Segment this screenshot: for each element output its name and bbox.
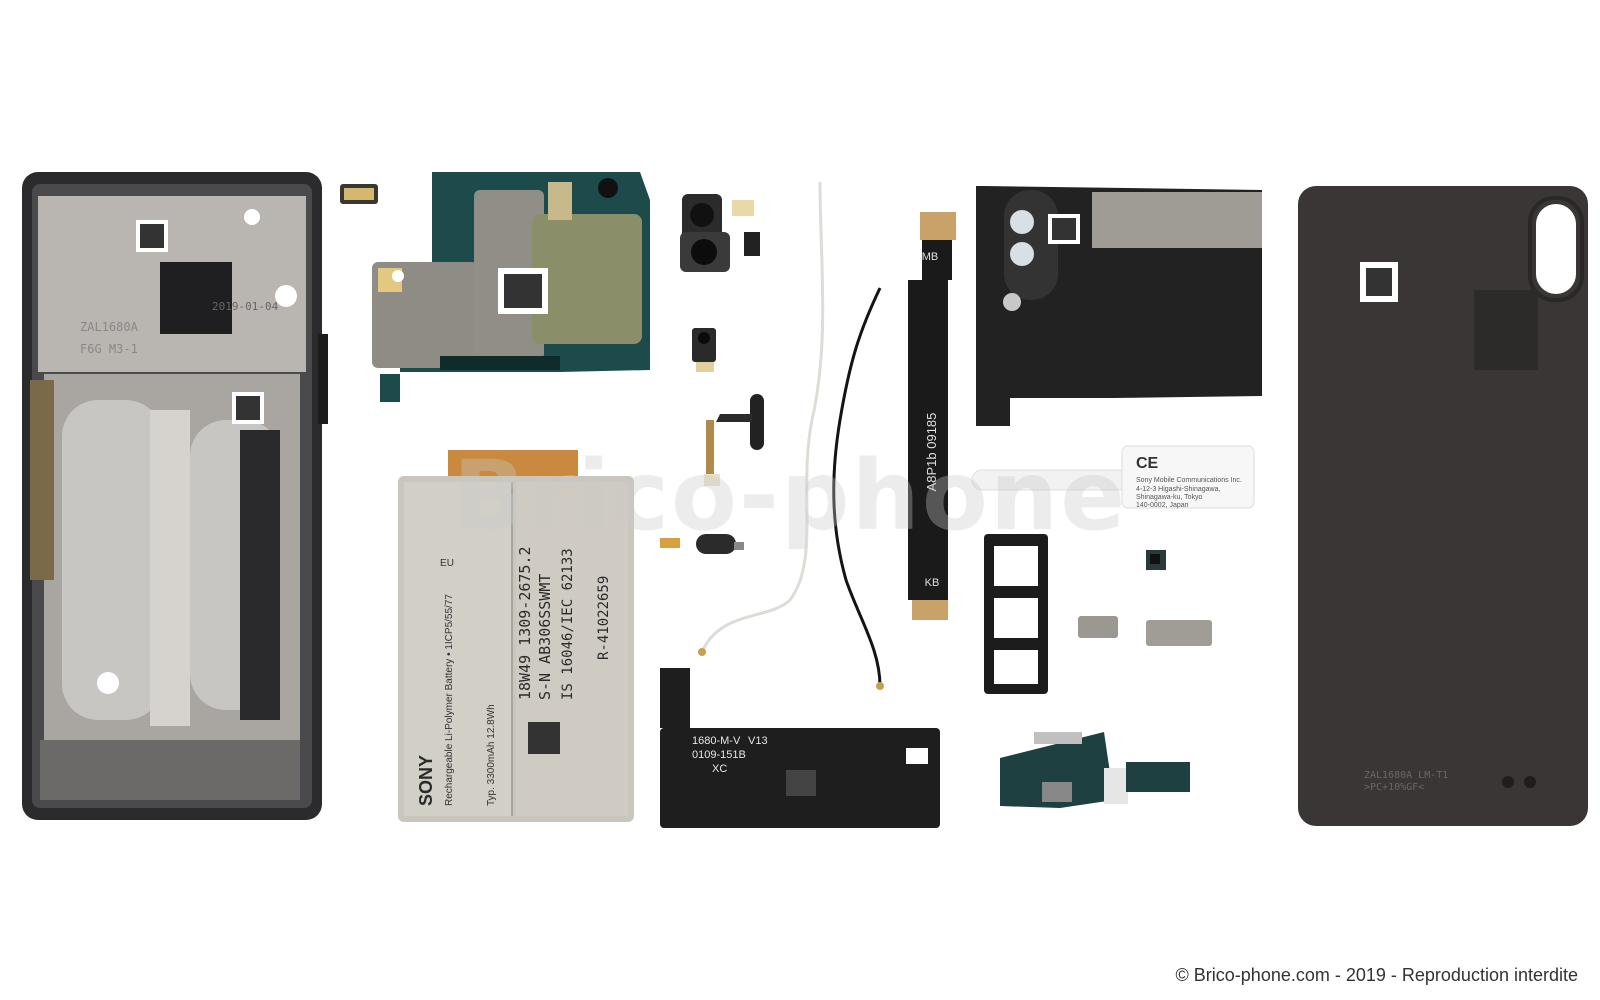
frame-mold-code-2: F6G M3-1 <box>80 342 138 356</box>
middle-frame: 2019-01-04 ZAL1680A F6G M3-1 <box>22 172 328 820</box>
battery-standard: IS 16046/IEC 62133 <box>560 548 576 700</box>
label-address-1: 4-12-3 Higashi-Shinagawa, <box>1136 486 1220 493</box>
sim-tray <box>984 534 1048 694</box>
proximity-sensor <box>1146 550 1166 570</box>
frame-date-stamp: 2019-01-04 <box>212 300 279 313</box>
loudspeaker-module: 1680-M-V V13 0109-151B XC <box>660 668 940 828</box>
battery-model: 18W49 1309-2675.2 <box>516 546 534 700</box>
rear-shield-plate <box>976 186 1262 426</box>
main-flex-cable: MB A8P1b 09185 KB <box>908 212 956 620</box>
usb-charging-board <box>1000 732 1190 808</box>
battery-serial: S-N AB306SSWMT <box>536 574 554 700</box>
battery: EU SONY Rechargeable Li-Polymer Battery … <box>398 450 634 822</box>
battery-eu-mark: EU <box>440 558 454 569</box>
flex-top-label: MB <box>922 251 939 263</box>
back-cover-code: ZAL1680A LM-T1 <box>1364 770 1448 781</box>
battery-spec-line: Typ. 3300mAh 12.8Wh <box>486 704 497 806</box>
copyright-footer: © Brico-phone.com - 2019 - Reproduction … <box>1175 965 1578 985</box>
speaker-label-3: XC <box>712 763 727 775</box>
flex-middle-label: A8P1b 09185 <box>924 413 939 492</box>
fingerprint-sensor <box>704 394 764 486</box>
metal-brackets <box>1078 616 1212 646</box>
label-company: Sony Mobile Communications Inc. <box>1136 477 1242 484</box>
front-camera <box>692 328 716 372</box>
speaker-label-2: 0109-151B <box>692 749 746 761</box>
speaker-label-1: 1680-M-V <box>692 735 741 747</box>
antenna-cable-white <box>698 181 825 656</box>
speaker-label-4: V13 <box>748 735 768 747</box>
vibration-motor <box>660 534 744 554</box>
antenna-cable-black <box>832 287 884 690</box>
label-ce-mark: CE <box>1136 455 1159 472</box>
rear-dual-camera <box>680 194 760 272</box>
battery-type-line: Rechargeable Li-Polymer Battery • 1ICP5/… <box>444 594 455 806</box>
battery-reg: R-41022659 <box>596 576 612 660</box>
battery-brand: SONY <box>416 755 436 806</box>
motherboard <box>372 172 650 402</box>
frame-mold-code: ZAL1680A <box>80 320 139 334</box>
label-address-2: Shinagawa-ku, Tokyo <box>1136 494 1203 501</box>
back-cover-code-2: >PC+10%GF< <box>1364 782 1424 793</box>
back-cover: ZAL1680A LM-T1 >PC+10%GF< <box>1298 186 1588 826</box>
flex-bottom-label: KB <box>925 577 940 589</box>
label-address-3: 140-0002, Japan <box>1136 502 1189 509</box>
earpiece-speaker <box>340 184 378 204</box>
regulatory-label-tag: CE Sony Mobile Communications Inc. 4-12-… <box>971 445 1255 509</box>
watermark: Brico-phone <box>452 440 1128 552</box>
